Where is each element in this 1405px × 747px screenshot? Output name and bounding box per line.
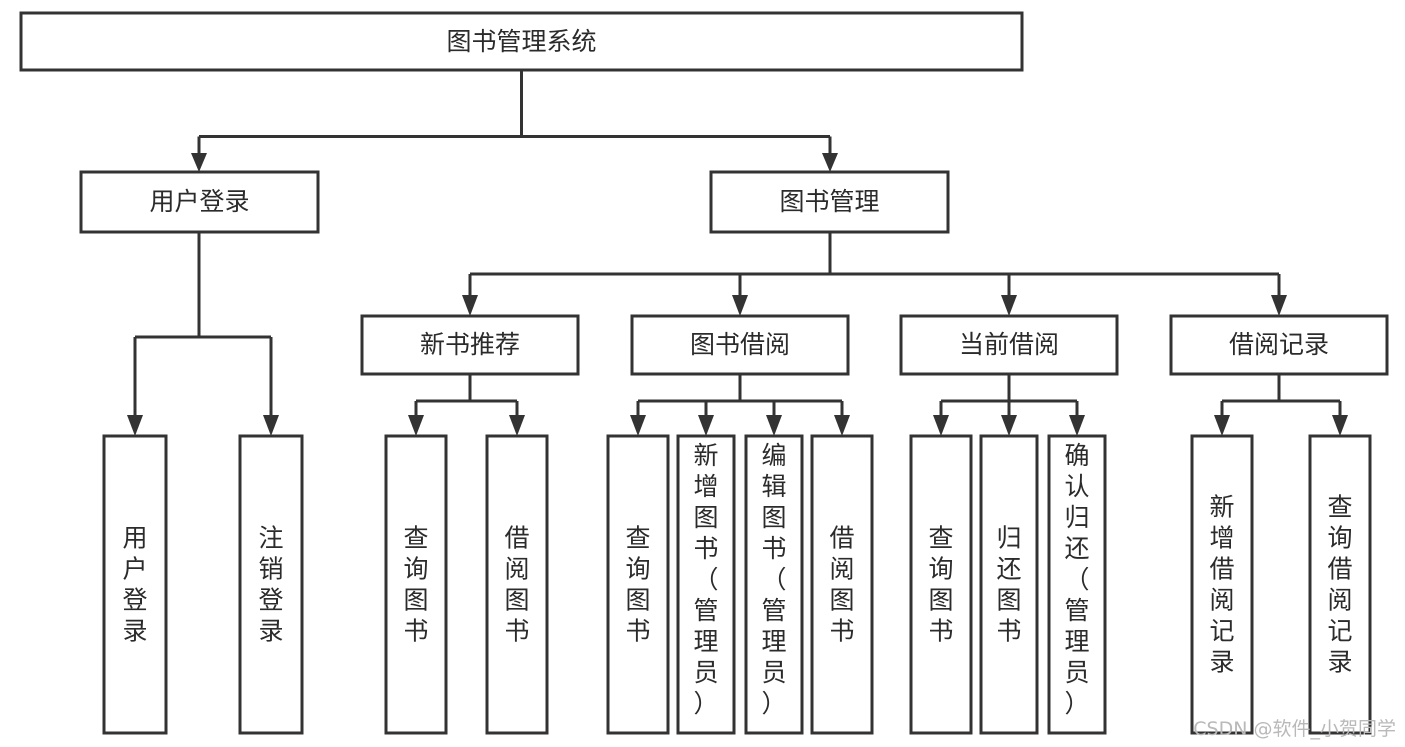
leaf-current-borrow-query-label: 查询图书: [928, 524, 953, 646]
arrow-to-current-borrow: [1001, 295, 1017, 316]
leaf-new-book-query-label: 查询图书: [403, 524, 428, 646]
leaf-new-book-borrow-box: [485, 434, 549, 735]
arrow-to-cb-leaf-1: [933, 415, 949, 436]
leaf-book-borrow-borrow-box: [810, 434, 874, 735]
leaf-new-book-query-box: [384, 434, 448, 735]
node-new-book-recommend-label: 新书推荐: [420, 330, 520, 359]
connector-layer: [127, 70, 1348, 436]
leaf-new-book-query[interactable]: 查询图书: [384, 434, 448, 735]
node-current-borrow[interactable]: 当前借阅: [899, 314, 1119, 376]
node-root-system-box: [19, 11, 1024, 72]
leaf-book-borrow-edit-label: 编辑图书（管理员）: [761, 441, 786, 718]
node-book-manage-label: 图书管理: [779, 187, 879, 216]
arrow-to-bb-leaf-2: [698, 415, 714, 436]
leaf-user-login-logout-label: 注销登录: [258, 524, 283, 646]
node-borrow-record[interactable]: 借阅记录: [1169, 314, 1389, 376]
node-root-system[interactable]: 图书管理系统: [19, 11, 1024, 72]
arrow-to-nb-leaf-1: [408, 415, 424, 436]
arrow-to-new-book-recommend: [462, 295, 478, 316]
node-current-borrow-box: [899, 314, 1119, 376]
arrow-to-book-manage: [822, 153, 838, 172]
node-user-login-label: 用户登录: [149, 187, 249, 216]
leaf-borrow-record-add-label: 新增借阅记录: [1209, 493, 1234, 677]
arrow-to-leaf-user-login: [127, 415, 143, 436]
arrow-to-cb-leaf-3: [1069, 415, 1085, 436]
leaf-current-borrow-query[interactable]: 查询图书: [909, 434, 973, 735]
node-user-login[interactable]: 用户登录: [79, 170, 320, 234]
arrow-to-br-leaf-2: [1332, 415, 1348, 436]
leaf-borrow-record-query-box: [1308, 434, 1372, 735]
leaf-current-borrow-confirm-box: [1047, 434, 1107, 735]
node-user-login-box: [79, 170, 320, 234]
leaf-current-borrow-query-box: [909, 434, 973, 735]
leaf-book-borrow-borrow-label: 借阅图书: [829, 524, 854, 646]
node-new-book-recommend[interactable]: 新书推荐: [360, 314, 580, 376]
leaf-current-borrow-return-label: 归还图书: [996, 524, 1021, 646]
leaf-new-book-borrow[interactable]: 借阅图书: [485, 434, 549, 735]
csdn-watermark: CSDN @软件_小贺同学: [1193, 718, 1396, 740]
leaf-user-login-login-box: [102, 434, 168, 735]
node-new-book-recommend-box: [360, 314, 580, 376]
arrow-to-bb-leaf-4: [834, 415, 850, 436]
node-borrow-record-label: 借阅记录: [1229, 330, 1329, 359]
leaf-book-borrow-add[interactable]: 新增图书（管理员）: [676, 434, 736, 735]
arrow-to-book-borrow: [732, 295, 748, 316]
leaf-book-borrow-query-box: [606, 434, 670, 735]
leaf-book-borrow-add-box: [676, 434, 736, 735]
node-book-manage-box: [709, 170, 950, 234]
arrow-to-cb-leaf-2: [1001, 415, 1017, 436]
leaf-user-login-logout-box: [238, 434, 304, 735]
leaf-book-borrow-query[interactable]: 查询图书: [606, 434, 670, 735]
leaf-user-login-login-label: 用户登录: [122, 524, 147, 646]
arrow-to-nb-leaf-2: [509, 415, 525, 436]
leaf-book-borrow-edit-box: [744, 434, 804, 735]
node-borrow-record-box: [1169, 314, 1389, 376]
leaf-current-borrow-confirm[interactable]: 确认归还（管理员）: [1047, 434, 1107, 735]
arrow-to-borrow-record: [1271, 295, 1287, 316]
arrow-to-bb-leaf-3: [766, 415, 782, 436]
leaf-new-book-borrow-label: 借阅图书: [504, 524, 529, 646]
leaf-borrow-record-query[interactable]: 查询借阅记录: [1308, 434, 1372, 735]
leaf-user-login-logout[interactable]: 注销登录: [238, 434, 304, 735]
arrow-to-bb-leaf-1: [630, 415, 646, 436]
leaf-user-login-login[interactable]: 用户登录: [102, 434, 168, 735]
arrow-to-leaf-logout: [263, 415, 279, 436]
node-book-borrow[interactable]: 图书借阅: [630, 314, 850, 376]
node-root-system-label: 图书管理系统: [446, 27, 596, 56]
leaf-current-borrow-confirm-label: 确认归还（管理员）: [1064, 441, 1089, 718]
leaf-book-borrow-add-label: 新增图书（管理员）: [693, 441, 718, 718]
node-book-borrow-label: 图书借阅: [690, 330, 790, 359]
arrow-to-br-leaf-1: [1214, 415, 1230, 436]
arrow-to-user-login: [191, 153, 207, 172]
leaf-book-borrow-edit[interactable]: 编辑图书（管理员）: [744, 434, 804, 735]
leaf-current-borrow-return-box: [979, 434, 1039, 735]
node-current-borrow-label: 当前借阅: [959, 330, 1059, 359]
leaf-book-borrow-query-label: 查询图书: [625, 524, 650, 646]
node-book-manage[interactable]: 图书管理: [709, 170, 950, 234]
node-book-borrow-box: [630, 314, 850, 376]
leaf-borrow-record-add-box: [1190, 434, 1254, 735]
leaf-borrow-record-add[interactable]: 新增借阅记录: [1190, 434, 1254, 735]
leaf-book-borrow-borrow[interactable]: 借阅图书: [810, 434, 874, 735]
leaf-borrow-record-query-label: 查询借阅记录: [1327, 493, 1352, 677]
leaf-current-borrow-return[interactable]: 归还图书: [979, 434, 1039, 735]
